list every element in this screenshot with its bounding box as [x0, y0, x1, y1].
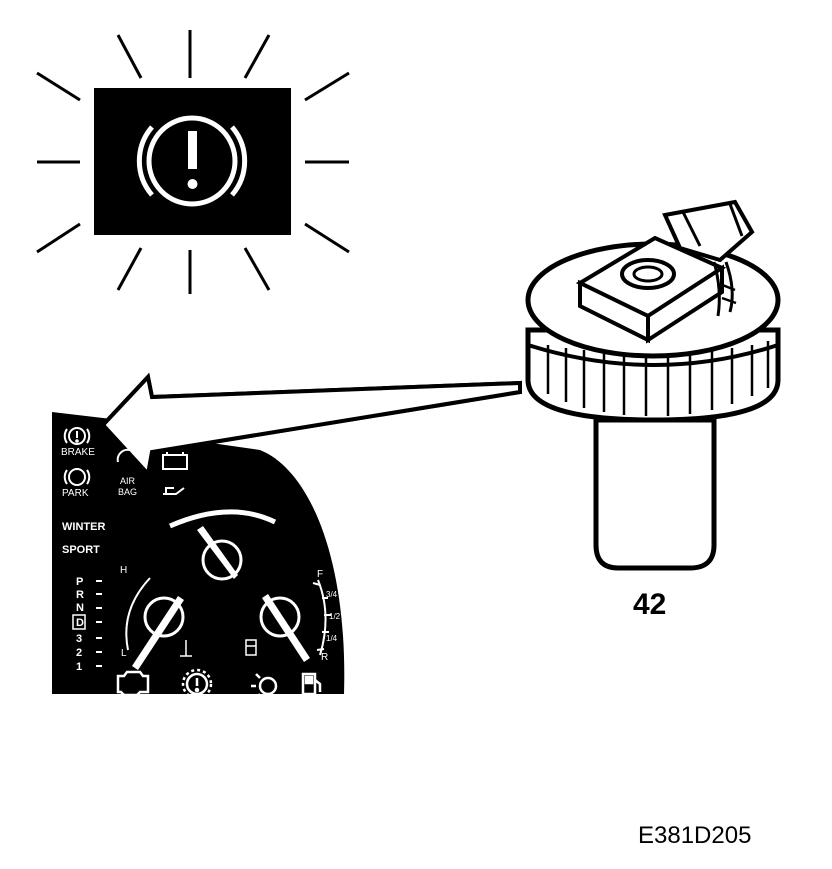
fuel-quarter-label: 1/4 [326, 634, 338, 643]
oil-can-icon [163, 487, 185, 495]
gear-dashes [96, 580, 102, 667]
gear-d: D [76, 617, 84, 629]
brake-indicator [63, 427, 91, 445]
airbag-indicator [116, 448, 131, 463]
coolant-temp-icon [180, 640, 192, 657]
gear-p: P [76, 576, 83, 588]
fuel-sender-unit [525, 199, 781, 571]
figure-code: E381D205 [638, 822, 751, 849]
park-indicator-label: PARK [62, 488, 89, 499]
fuel-three-quarter-label: 3/4 [326, 590, 338, 599]
gear-r: R [76, 589, 84, 601]
speedometer-needle [197, 526, 238, 579]
callout-number: 42 [633, 588, 666, 621]
fuel-reserve-label: R [321, 652, 328, 663]
instrument-cluster: BRAKE PARK AIR BAG WINTER SPORT [52, 372, 522, 700]
temp-needle [132, 596, 184, 670]
fuel-gauge: F 3/4 1/2 1/4 R [245, 569, 341, 663]
airbag-indicator-label: AIR BAG [118, 476, 138, 497]
gear-1: 1 [76, 661, 82, 673]
battery-icon [162, 452, 188, 470]
light-rays [36, 30, 350, 294]
brake-indicator-label: BRAKE [61, 447, 95, 458]
park-indicator [63, 468, 91, 486]
fuel-half-label: 1/2 [329, 612, 341, 621]
gear-2: 2 [76, 647, 82, 659]
fuel-needle [262, 594, 310, 662]
fuel-level-icon [245, 639, 257, 656]
fuel-pump-icon [301, 672, 322, 696]
illuminated-warning-lamp [36, 30, 350, 294]
brake-circle-icon [181, 668, 213, 700]
speedometer [169, 509, 277, 581]
fuel-full-label: F [317, 569, 323, 580]
gear-3: 3 [76, 633, 82, 645]
lamp-icon [251, 673, 278, 699]
gear-selector-indicator: P R N D 3 2 1 [72, 576, 86, 673]
engine-icon [116, 670, 150, 697]
electrical-connector [575, 199, 755, 344]
fuel-gauge-ticks [312, 582, 331, 651]
winter-mode-label: WINTER [62, 521, 105, 533]
sport-mode-label: SPORT [62, 544, 100, 556]
brake-warning-icon [136, 115, 248, 207]
gear-d-box [72, 614, 86, 630]
temp-high-label: H [120, 565, 127, 576]
gear-n: N [76, 602, 84, 614]
temp-low-label: L [121, 648, 127, 659]
temperature-gauge: H L [120, 565, 192, 670]
